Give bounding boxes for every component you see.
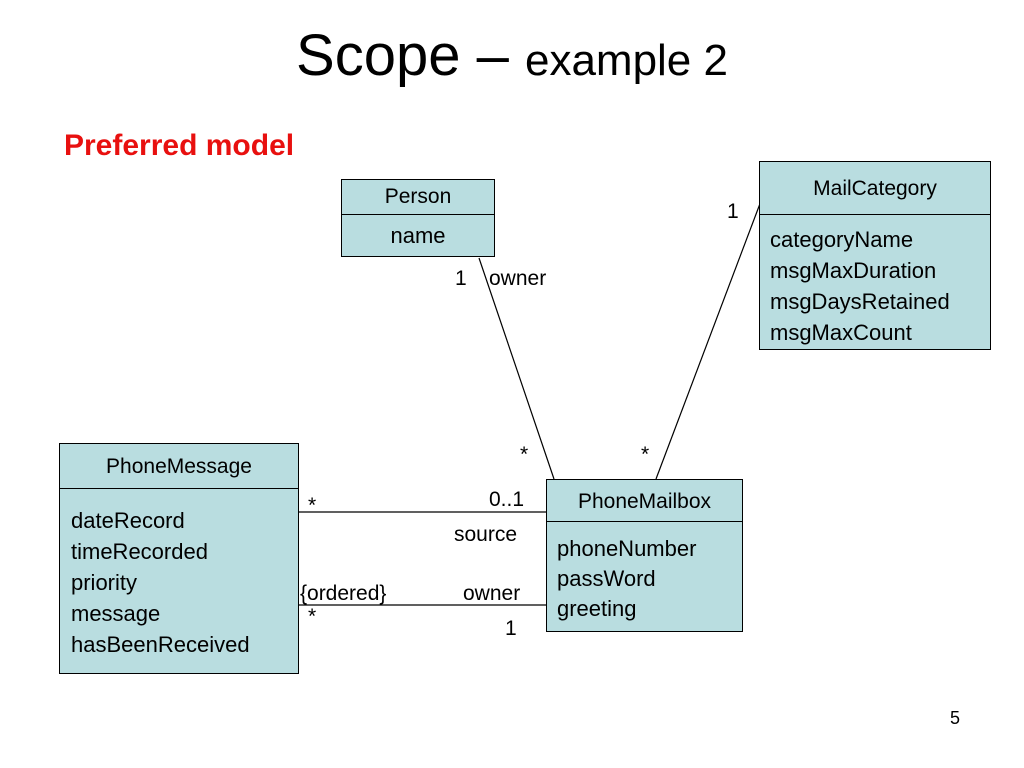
class-phonemailbox: PhoneMailbox phoneNumber passWord greeti… (546, 479, 743, 632)
role-source: source (454, 523, 518, 546)
multiplicity-mailbox-category-end: * (641, 443, 650, 466)
class-phonemessage: PhoneMessage dateRecord timeRecorded pri… (59, 443, 299, 674)
class-person: Person name (341, 179, 495, 257)
attribute: categoryName (770, 227, 914, 252)
class-phonemailbox-attributes: phoneNumber passWord greeting (547, 522, 742, 624)
role-person-owner: owner (489, 267, 547, 290)
attribute: greeting (557, 596, 637, 621)
attribute: timeRecorded (71, 539, 208, 564)
slide-title: Scope – example 2 (0, 20, 1024, 97)
multiplicity-person-end: 1 (455, 267, 467, 290)
attribute: msgDaysRetained (770, 289, 950, 314)
multiplicity-mailbox-owner-end: 1 (505, 617, 517, 640)
title-sub: example 2 (524, 36, 728, 85)
constraint-ordered: {ordered} (300, 582, 387, 605)
multiplicity-mailbox-source-end: 0..1 (489, 488, 525, 511)
attribute: name (390, 223, 446, 248)
attribute: phoneNumber (557, 536, 697, 561)
association-line-person-mailbox (478, 257, 555, 480)
class-mailcategory-attributes: categoryName msgMaxDuration msgDaysRetai… (760, 215, 990, 348)
multiplicity-message-source-end: * (308, 494, 317, 517)
class-phonemailbox-name: PhoneMailbox (547, 480, 742, 522)
class-phonemessage-name: PhoneMessage (60, 444, 298, 489)
class-mailcategory: MailCategory categoryName msgMaxDuration… (759, 161, 991, 350)
slide-subtitle: Preferred model (64, 129, 295, 162)
page-number: 5 (950, 708, 961, 728)
attribute: msgMaxDuration (770, 258, 937, 283)
attribute: priority (71, 570, 138, 595)
multiplicity-mailbox-person-end: * (520, 443, 529, 466)
class-mailcategory-name: MailCategory (760, 162, 990, 215)
association-line-category-mailbox (655, 200, 762, 480)
class-person-attributes: name (342, 215, 494, 251)
class-person-name: Person (342, 180, 494, 215)
attribute: message (71, 601, 161, 626)
multiplicity-message-owner-end: * (308, 605, 317, 628)
attribute: hasBeenReceived (71, 632, 250, 657)
title-main: Scope – (296, 23, 509, 88)
attribute: passWord (557, 566, 656, 591)
multiplicity-category-end: 1 (727, 200, 739, 223)
role-owner: owner (463, 582, 521, 605)
attribute: msgMaxCount (770, 320, 912, 345)
class-phonemessage-attributes: dateRecord timeRecorded priority message… (60, 489, 298, 660)
attribute: dateRecord (71, 508, 185, 533)
